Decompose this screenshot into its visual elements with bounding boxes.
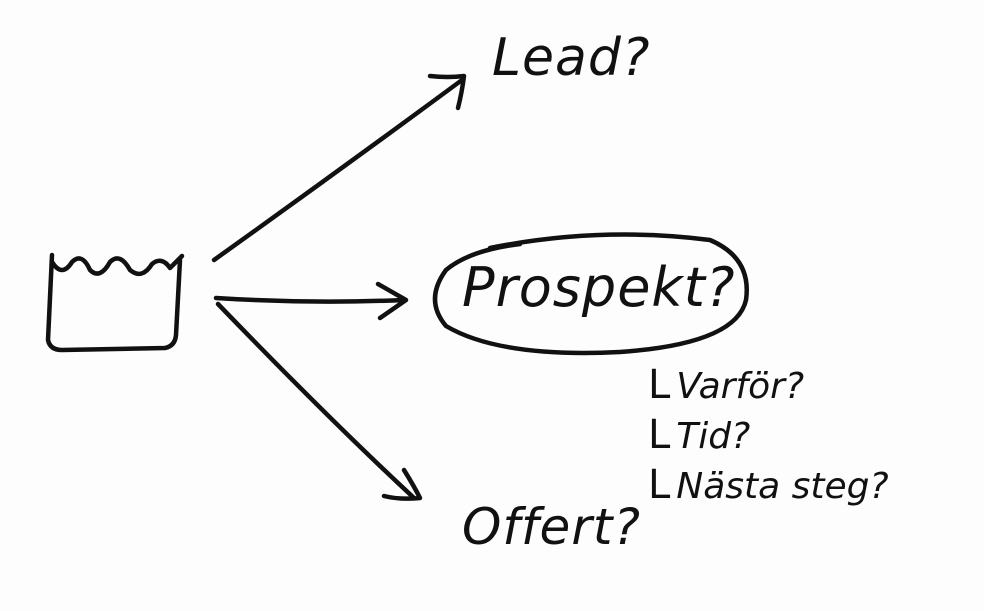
node-offert: Offert?: [462, 498, 642, 556]
tree-branch-icon: L: [648, 362, 671, 408]
question-text: Nästa steg?: [676, 466, 889, 507]
arrow-to-lead: [211, 73, 467, 263]
tree-branch-icon: L: [648, 412, 671, 458]
node-lead: Lead?: [492, 28, 651, 88]
arrow-to-offert: [215, 301, 423, 501]
arrow-to-prospekt: [213, 281, 409, 321]
question-text: Tid?: [676, 416, 751, 457]
node-prospekt: Prospekt?: [462, 256, 736, 319]
prospekt-ellipse: [432, 232, 749, 356]
question-text: Varför?: [676, 366, 805, 407]
bucket-icon: [45, 252, 185, 353]
tree-branch-icon: L: [648, 462, 671, 508]
